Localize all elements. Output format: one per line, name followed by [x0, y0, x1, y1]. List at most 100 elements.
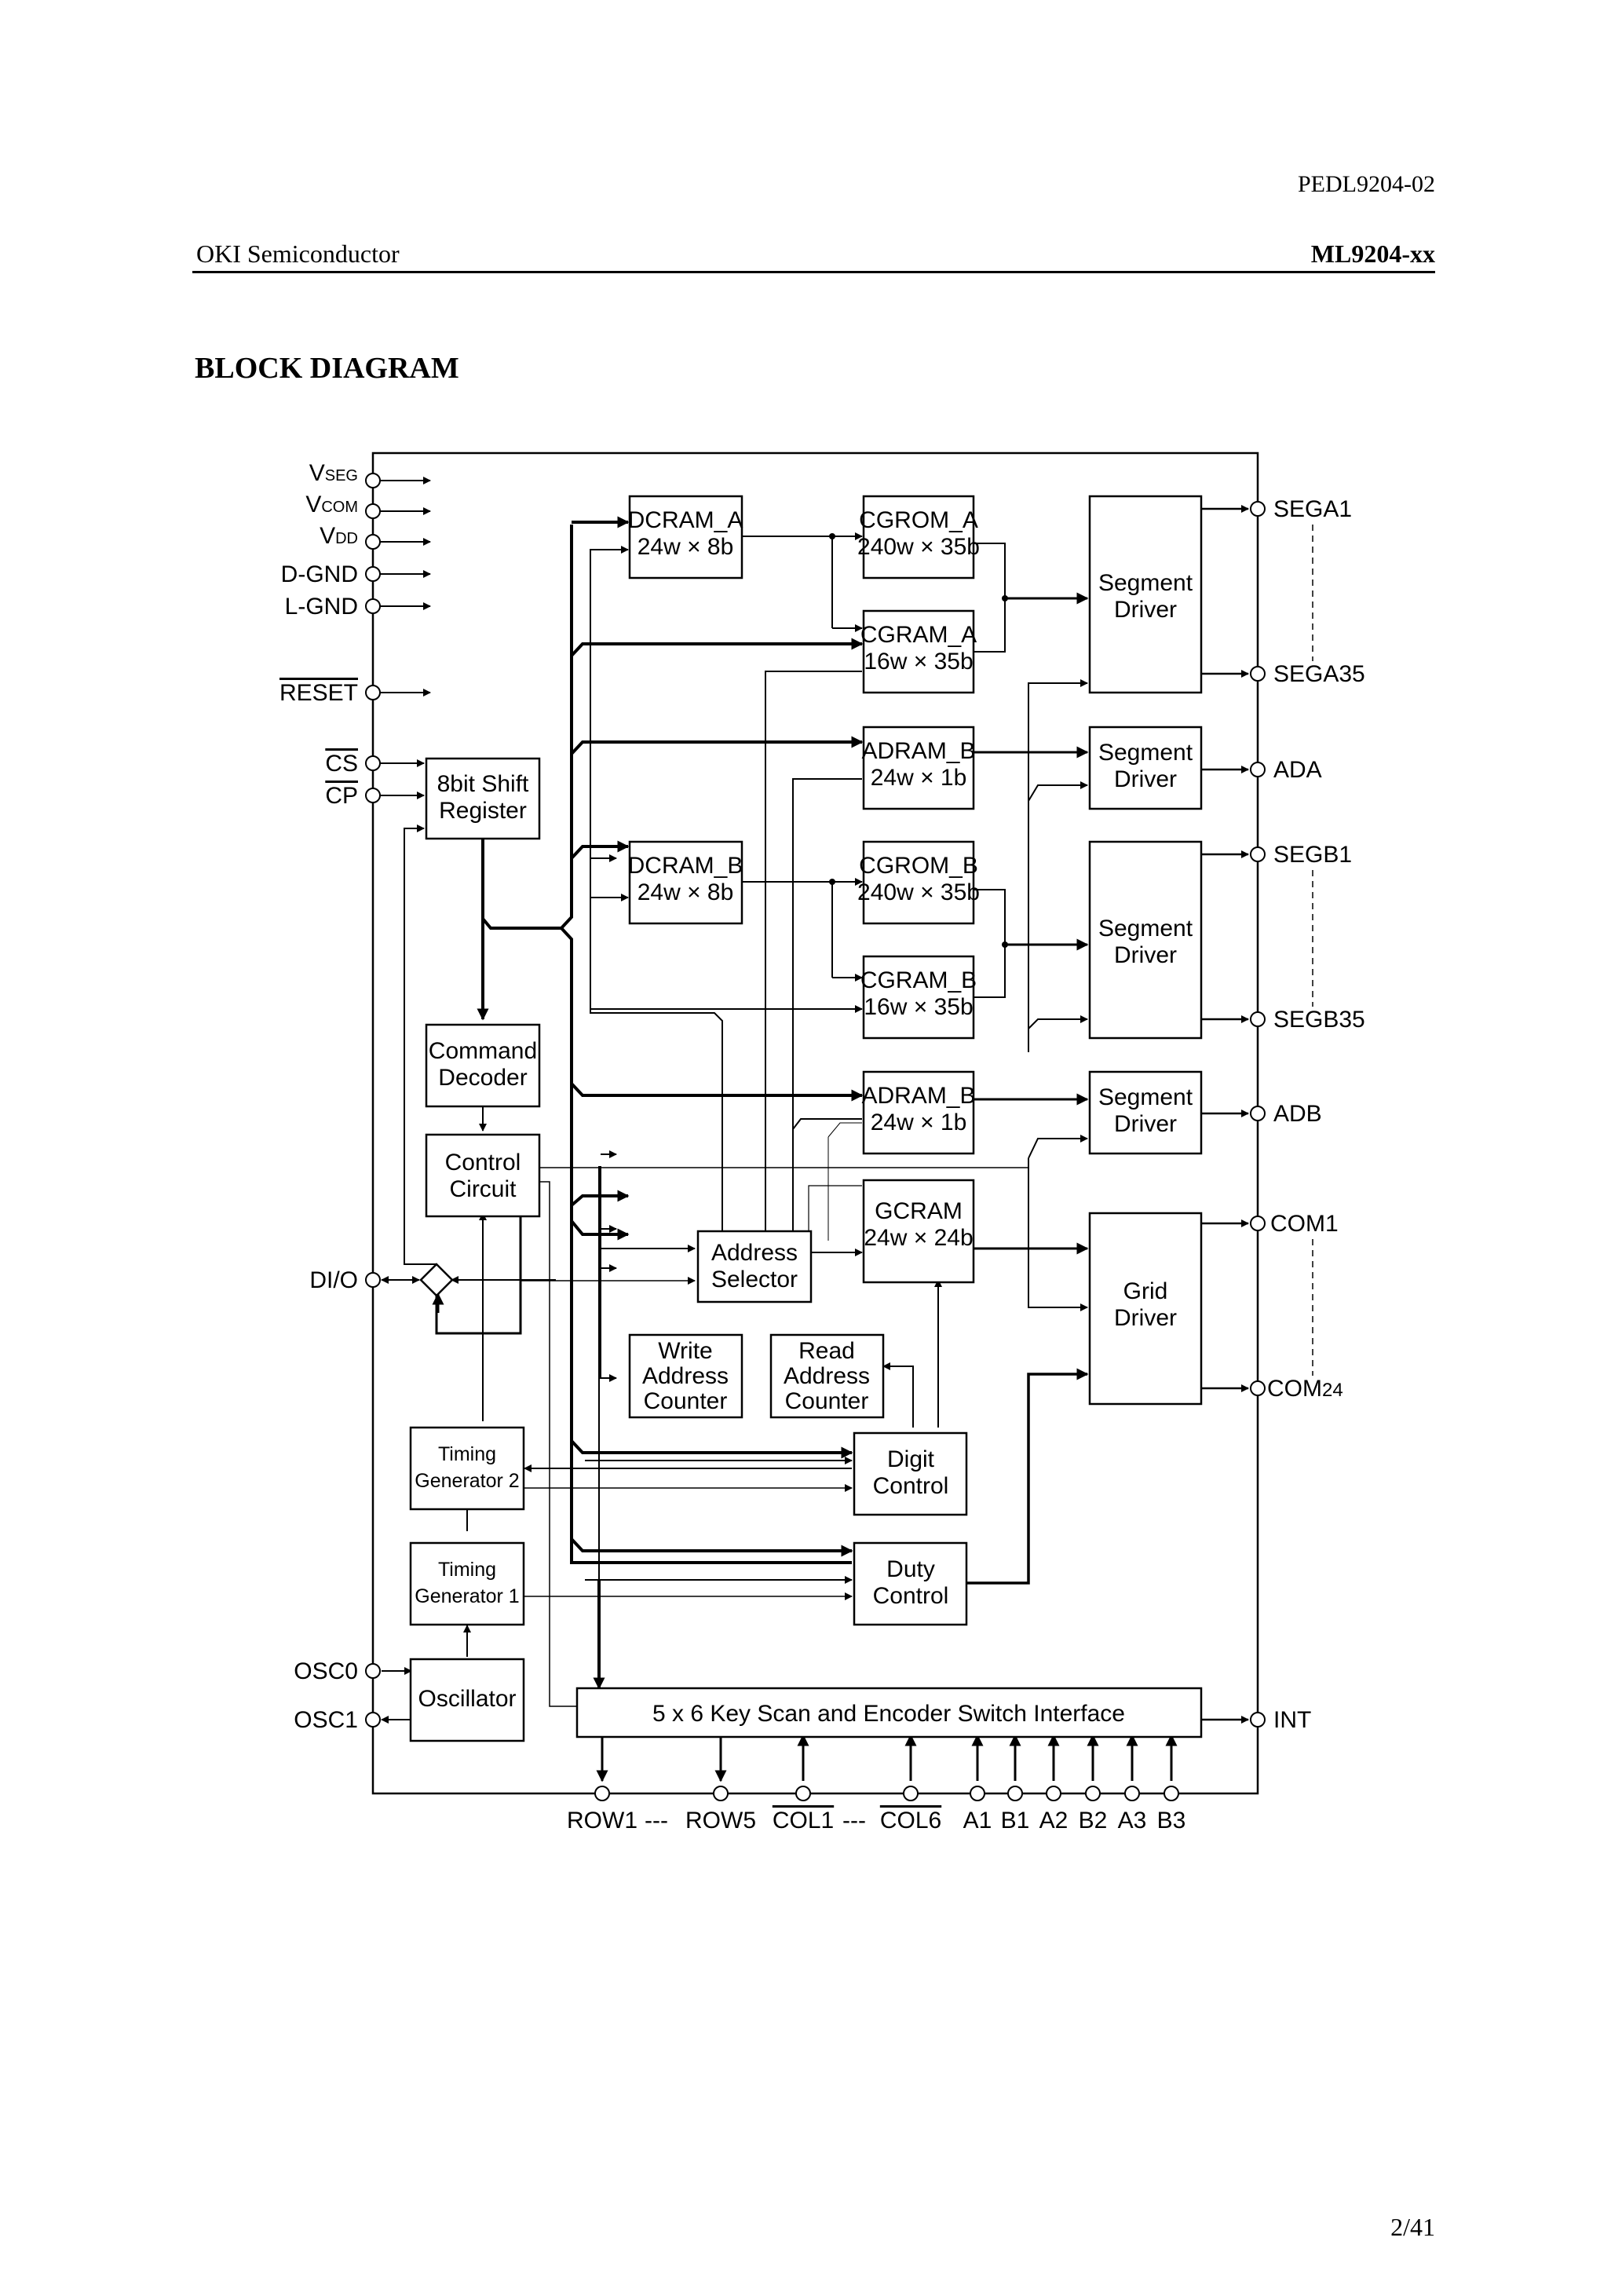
pin-cp-label: CP: [325, 783, 358, 809]
cgram-b-block: [862, 955, 975, 1040]
page-number: 2/41: [1390, 2213, 1435, 2241]
shift-register-block: [425, 757, 541, 840]
segment-driver-adb-label-2: Driver: [1114, 1111, 1177, 1137]
model-number: ML9204-xx: [1310, 239, 1435, 268]
pin-vseg-sub: SEG: [325, 467, 358, 484]
pin-int-label: INT: [1273, 1707, 1311, 1733]
command-decoder-label-1: Command: [429, 1038, 537, 1064]
grid-driver-label-2: Driver: [1114, 1305, 1177, 1331]
pin-sega1-label: SEGA1: [1273, 496, 1352, 522]
document-id: PEDL9204-02: [1298, 171, 1435, 197]
read-address-counter-block: [769, 1333, 885, 1419]
chip-outline: [371, 452, 1259, 1795]
pin-com24-main: COM: [1267, 1376, 1322, 1402]
key-scan-interface-block: [575, 1687, 1203, 1738]
cgrom-a-block: [862, 495, 975, 579]
segment-driver-adb-block: [1088, 1070, 1203, 1155]
write-address-counter-block: [628, 1333, 743, 1419]
command-decoder-label-2: Decoder: [438, 1065, 527, 1091]
cgram-a-block: [862, 609, 975, 694]
pin-vseg-label: VSEG: [309, 460, 358, 486]
pin-col6-text: COL6: [880, 1808, 941, 1834]
segment-driver-ada-label-1: Segment: [1098, 740, 1193, 766]
pin-ada-label: ADA: [1273, 757, 1322, 783]
segment-driver-adb-label-1: Segment: [1098, 1084, 1193, 1110]
pin-dio-label: DI/O: [309, 1267, 358, 1293]
pin-segb1-label: SEGB1: [1273, 842, 1352, 868]
pin-osc0-label: OSC0: [294, 1658, 358, 1684]
cgram-b-label-1: CGRAM_B: [860, 967, 977, 993]
adram-b-label-2: 24w × 1b: [871, 1110, 967, 1135]
address-selector-label-2: Selector: [711, 1267, 798, 1292]
pin-segb35-label: SEGB35: [1273, 1007, 1365, 1033]
pin-vdd-main: V: [320, 523, 335, 549]
shift-register-label-1: 8bit Shift: [437, 771, 529, 797]
dcram-a-label-1: DCRAM_A: [628, 507, 743, 533]
read-address-counter-label-2: Address: [784, 1363, 870, 1389]
pin-row5-label: ROW5: [685, 1808, 756, 1834]
control-circuit-block: [425, 1133, 541, 1218]
dcram-a-block: [628, 495, 743, 579]
adram-b-label-1: ADRAM_B: [861, 1083, 975, 1109]
pin-adb-label: ADB: [1273, 1101, 1322, 1127]
control-circuit-label-1: Control: [445, 1150, 521, 1175]
gcram-label-1: GCRAM: [875, 1198, 963, 1224]
segment-driver-a-label-2: Driver: [1114, 597, 1177, 623]
oscillator-label: Oscillator: [418, 1686, 516, 1712]
address-selector-block: [696, 1230, 813, 1303]
adram-b-block: [862, 1070, 975, 1155]
timing-generator-1-label-1: Timing: [438, 1559, 496, 1581]
pin-b1-label: B1: [1001, 1808, 1030, 1834]
segment-driver-a-block: [1088, 495, 1203, 694]
cgrom-b-label-2: 240w × 35b: [857, 879, 980, 905]
header-rule: [192, 271, 1435, 273]
cgram-a-label-2: 16w × 35b: [864, 649, 973, 675]
cgram-a-label-1: CGRAM_A: [860, 622, 977, 648]
pin-row-dash: ---: [645, 1808, 668, 1834]
command-decoder-block: [425, 1023, 541, 1108]
write-address-counter-label-2: Address: [642, 1363, 729, 1389]
timing-generator-2-label-1: Timing: [438, 1443, 496, 1465]
dcram-b-block: [628, 840, 743, 925]
segment-driver-b-block: [1088, 840, 1203, 1040]
cgrom-a-label-1: CGROM_A: [859, 507, 978, 533]
digit-control-label-1: Digit: [887, 1446, 935, 1472]
pin-com24-sub: 24: [1322, 1380, 1343, 1401]
pin-sega35-label: SEGA35: [1273, 661, 1365, 687]
address-selector-label-1: Address: [711, 1240, 798, 1266]
duty-control-label-1: Duty: [886, 1556, 935, 1582]
cgrom-a-label-2: 240w × 35b: [857, 534, 980, 560]
timing-generator-1-block: [409, 1541, 525, 1626]
adram-a-label-2: 24w × 1b: [871, 765, 967, 791]
io-direction-diamond: [419, 1263, 454, 1297]
pin-a3-label: A3: [1118, 1808, 1147, 1834]
grid-driver-label-1: Grid: [1123, 1278, 1168, 1304]
pin-b3-label: B3: [1157, 1808, 1186, 1834]
dcram-b-label-1: DCRAM_B: [628, 853, 743, 879]
gcram-label-2: 24w × 24b: [864, 1225, 973, 1251]
pin-col1-label: COL1: [773, 1808, 834, 1834]
pin-row1-label: ROW1: [567, 1808, 637, 1834]
read-address-counter-label-3: Counter: [785, 1388, 869, 1414]
pin-cs-label: CS: [325, 751, 358, 777]
adram-a-label-1: ADRAM_B: [861, 738, 975, 764]
dcram-b-label-2: 24w × 8b: [637, 879, 734, 905]
cgrom-b-block: [862, 840, 975, 925]
pin-col6-label: COL6: [880, 1808, 941, 1834]
digit-control-label-2: Control: [873, 1473, 949, 1499]
control-circuit-label-2: Circuit: [449, 1176, 517, 1202]
oscillator-block: [409, 1658, 525, 1742]
segment-driver-b-label-1: Segment: [1098, 916, 1193, 941]
pin-dgnd-label: D-GND: [281, 561, 358, 587]
duty-control-block: [853, 1541, 968, 1626]
pin-a1-label: A1: [963, 1808, 992, 1834]
pin-vdd-sub: DD: [335, 530, 358, 547]
pin-vdd-label: VDD: [320, 523, 358, 549]
section-title: BLOCK DIAGRAM: [195, 352, 459, 385]
timing-generator-1-label-2: Generator 1: [415, 1585, 519, 1607]
pin-vcom-sub: COM: [321, 499, 358, 516]
segment-driver-b-label-2: Driver: [1114, 942, 1177, 968]
timing-generator-2-block: [409, 1426, 525, 1511]
pin-com1-label: COM1: [1270, 1211, 1339, 1237]
